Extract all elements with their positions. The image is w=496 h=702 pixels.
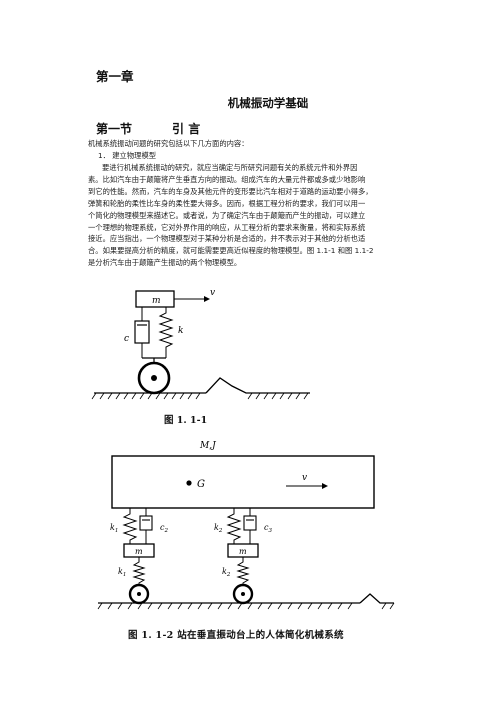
chapter-heading: 第一章 (96, 69, 134, 84)
mass-label: m (152, 296, 161, 306)
figure-1-2: M,J G v k1 c2 m k1 k2 c3 m k2 (97, 441, 395, 610)
left-mass-label: m (135, 547, 143, 556)
paragraph-line: 到它的性能。然而，汽车的车身及其他元件的变形要比汽车相对于道路的运动要小得多， (88, 186, 373, 196)
right-mass-label: m (239, 547, 247, 556)
spring (226, 508, 242, 544)
body-block (111, 455, 375, 509)
chapter-title: 机械振动学基础 (227, 96, 309, 110)
left-tire-label: k1 (118, 567, 126, 578)
arrow-head-icon (322, 483, 328, 489)
center-of-gravity-icon (186, 480, 192, 486)
section-name: 引 言 (172, 122, 201, 136)
velocity-label: v (210, 288, 215, 298)
spring-label: k (178, 326, 183, 336)
paragraph-line: 素。比如汽车由于颠簸将产生垂直方向的振动。组成汽车的大量元件都或多或少地影响 (88, 174, 366, 184)
paragraph-line: 个简化的物理模型来描述它。或者说，为了确定汽车由于颠簸而产生的振动，可以建立 (88, 210, 366, 220)
list-item: 1． 建立物理模型 (98, 151, 157, 160)
damper-cylinder (243, 515, 257, 531)
road-bump (205, 377, 310, 394)
paragraph-line: 是分析汽车由于颠簸产生振动的两个物理模型。 (88, 258, 242, 268)
intro-text: 机械系统振动问题的研究包括以下几方面的内容： (88, 139, 249, 148)
figure-1-1-caption: 图 1. 1-1 (164, 415, 208, 426)
ground-hatch (97, 602, 395, 610)
spring (158, 307, 174, 358)
road-bump (359, 593, 394, 604)
paragraph-line: 弹簧和轮胎的柔性比车身的柔性要大得多。因而，根据工程分析的要求，我们可以用一 (88, 198, 366, 208)
damper-cylinder (139, 515, 153, 531)
arrow-head-icon (204, 296, 210, 302)
body-label: M,J (199, 441, 217, 451)
spring (122, 508, 138, 544)
damper-cylinder (134, 320, 150, 344)
section-heading: 第一节 引 言 (96, 120, 200, 137)
figure-1-2-caption: 图 1. 1-2 站在垂直振动台上的人体简化机械系统 (128, 630, 344, 641)
figure-1-1: m v c k (91, 288, 310, 400)
right-spring-label: k2 (214, 523, 223, 534)
right-tire-label: k2 (222, 567, 231, 578)
tire-spring (132, 557, 146, 586)
paragraph-line: 合。如果要提高分析的精度，就可能需要更高近似程度的物理模型。图 1.1-1 和图… (88, 246, 374, 256)
damper-label: c (124, 334, 129, 344)
body-paragraph: 要进行机械系统振动的研究，就应当确定与所研究问题有关的系统元件和外界因 素。比如… (88, 162, 406, 269)
right-damper-label: c3 (264, 523, 272, 534)
section-number: 第一节 (96, 122, 133, 136)
tire-spring (236, 557, 250, 586)
paragraph-line: 接近。应当指出，一个物理模型对于某种分析是合适的，并不表示对于其他的分析也适 (88, 234, 366, 244)
cg-label: G (197, 479, 205, 490)
paragraph-line: 一个理想的物理系统，它对外界作用的响应，从工程分析的要求来衡量，将和实际系统 (88, 222, 366, 232)
velocity-label: v (302, 473, 307, 483)
left-spring-label: k1 (110, 523, 118, 534)
ground-hatch (91, 392, 309, 400)
left-damper-label: c2 (160, 523, 168, 534)
paragraph-line: 要进行机械系统振动的研究，就应当确定与所研究问题有关的系统元件和外界因 (102, 163, 358, 172)
